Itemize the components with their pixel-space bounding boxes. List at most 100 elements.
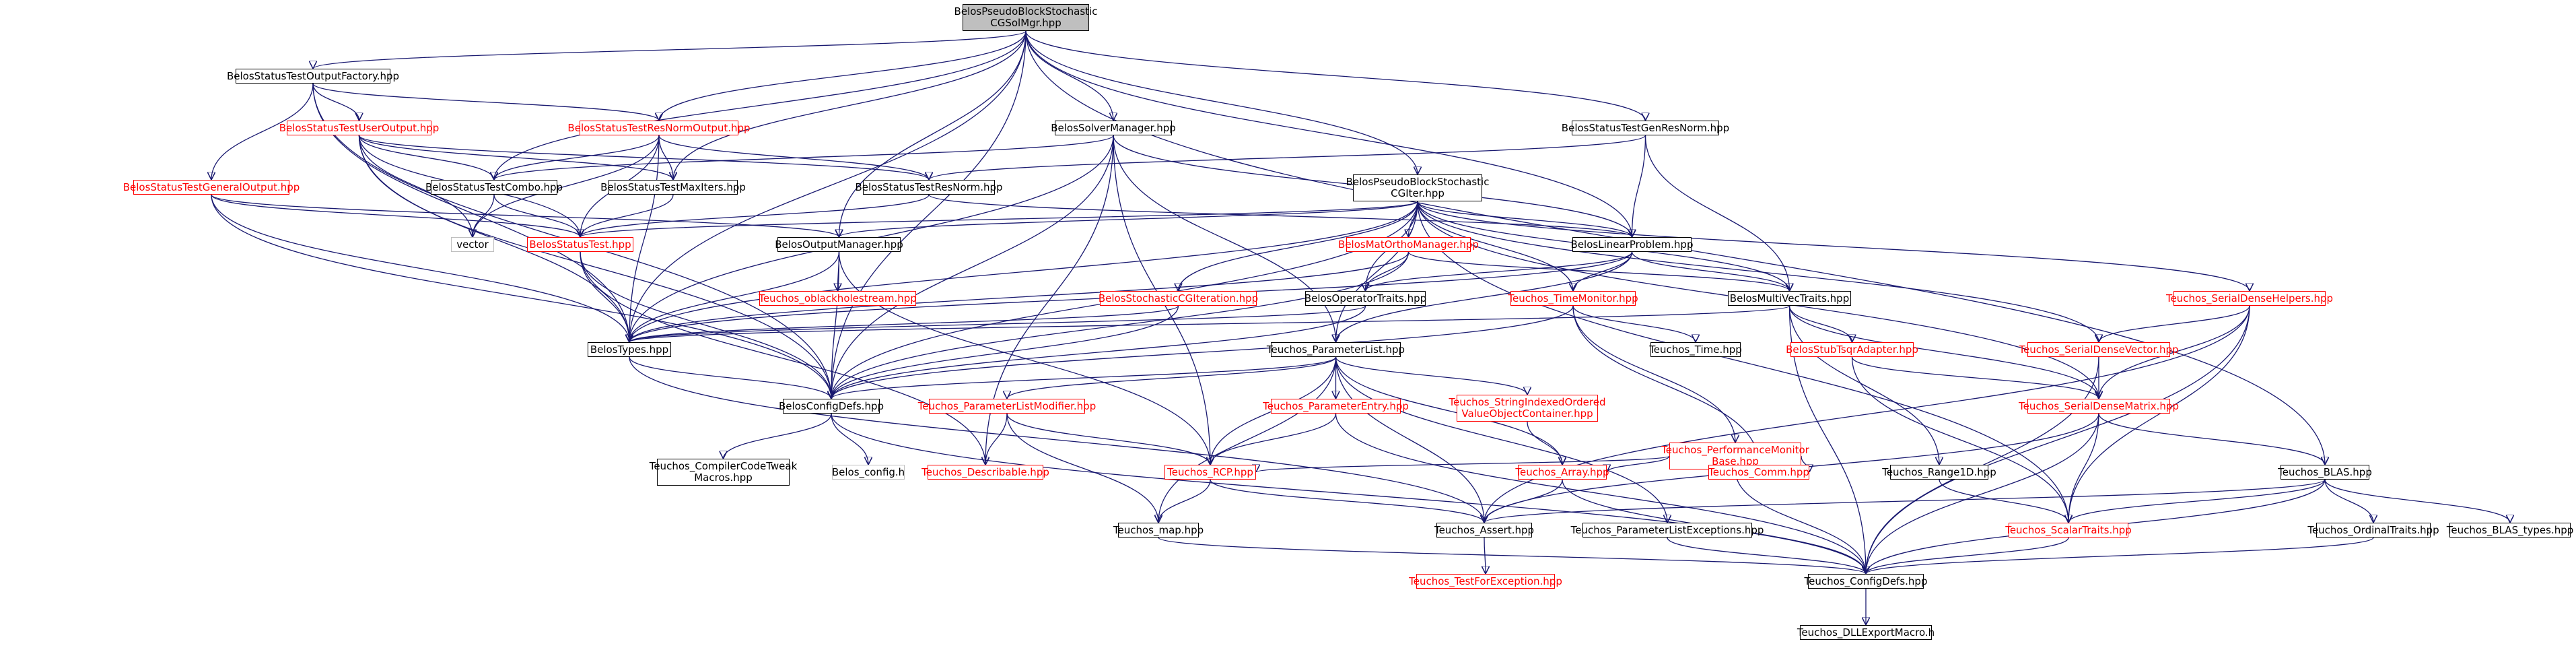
edge-root-to-config-defs	[831, 30, 1026, 399]
edge-ordinal-traits-to-teuchos-config-defs	[1866, 537, 2374, 575]
node-serial-dense-helpers[interactable]: Teuchos_SerialDenseHelpers.hpp	[2166, 291, 2333, 306]
node-solver-manager[interactable]: BelosSolverManager.hpp	[1051, 121, 1176, 135]
edge-blas-to-blas-types	[2324, 479, 2510, 523]
edge-status-test-output-factory-to-status-test-resnorm-output	[312, 83, 659, 121]
edge-stochastic-cg-iteration-to-config-defs	[831, 305, 1179, 399]
edge-status-test-user-output-to-status-test-combo	[358, 135, 495, 181]
edge-parameter-list-modifier-to-map	[1006, 413, 1158, 523]
edge-status-test-to-types	[580, 251, 629, 342]
node-status-test-general-output[interactable]: BelosStatusTestGeneralOutput.hpp	[123, 180, 300, 195]
edge-multi-vec-traits-to-stub-tsqr-adapter	[1788, 305, 1852, 343]
node-time[interactable]: Teuchos_Time.hpp	[1649, 342, 1742, 357]
edge-status-test-general-output-to-status-test	[211, 194, 580, 238]
edge-root-to-status-test-genresnorm	[1025, 30, 1646, 121]
edge-performance-monitor-base-to-teuchos-config-defs	[1735, 469, 1866, 574]
node-time-monitor[interactable]: Teuchos_TimeMonitor.hpp	[1508, 291, 1638, 306]
node-types[interactable]: BelosTypes.hpp	[588, 342, 671, 357]
edge-stochastic-cg-iteration-to-types	[629, 305, 1179, 343]
edge-time-monitor-to-config-defs	[831, 305, 1574, 399]
node-array[interactable]: Teuchos_Array.hpp	[1515, 465, 1609, 480]
node-output-manager[interactable]: BelosOutputManager.hpp	[775, 237, 903, 252]
edge-linear-problem-to-parameter-list	[1336, 251, 1633, 342]
edge-root-to-status-test-resnorm-output	[659, 30, 1026, 121]
node-performance-monitor-base[interactable]: Teuchos_PerformanceMonitor Base.hpp	[1661, 443, 1809, 469]
node-parameter-entry[interactable]: Teuchos_ParameterEntry.hpp	[1263, 399, 1409, 414]
edge-mat-ortho-manager-to-types	[629, 251, 1409, 342]
node-teuchos-config-defs[interactable]: Teuchos_ConfigDefs.hpp	[1805, 574, 1927, 589]
node-blas-types[interactable]: Teuchos_BLAS_types.hpp	[2447, 523, 2573, 538]
edge-blas-to-ordinal-traits	[2324, 479, 2373, 523]
node-status-test-combo[interactable]: BelosStatusTestCombo.hpp	[425, 180, 563, 195]
edge-status-test-general-output-to-config-defs	[211, 194, 831, 399]
node-compiler-code-tweak[interactable]: Teuchos_CompilerCodeTweak Macros.hpp	[650, 459, 797, 486]
node-operator-traits[interactable]: BelosOperatorTraits.hpp	[1304, 291, 1426, 306]
edge-solver-manager-to-status-test-combo	[494, 135, 1114, 181]
edge-parameter-entry-to-rcp	[1210, 413, 1337, 465]
node-parameter-list-exceptions[interactable]: Teuchos_ParameterListExceptions.hpp	[1571, 523, 1764, 538]
edge-output-manager-to-types	[629, 251, 840, 342]
node-serial-dense-matrix[interactable]: Teuchos_SerialDenseMatrix.hpp	[2019, 399, 2179, 414]
edge-performance-monitor-base-to-array	[1607, 455, 1670, 473]
node-status-test[interactable]: BelosStatusTest.hpp	[527, 237, 633, 252]
edge-multi-vec-traits-to-range1d	[1788, 305, 1940, 465]
edge-serial-dense-helpers-to-serial-dense-vector	[2099, 305, 2250, 343]
node-assert[interactable]: Teuchos_Assert.hpp	[1434, 523, 1534, 538]
edge-status-test-resnorm-output-to-vector	[473, 135, 660, 237]
node-linear-problem[interactable]: BelosLinearProblem.hpp	[1571, 237, 1693, 252]
edge-status-test-general-output-to-output-manager	[211, 194, 839, 238]
node-multi-vec-traits[interactable]: BelosMultiVecTraits.hpp	[1728, 291, 1851, 306]
node-rcp[interactable]: Teuchos_RCP.hpp	[1164, 465, 1256, 480]
node-pseudo-block-stochastic-cgiter[interactable]: BelosPseudoBlockStochastic CGIter.hpp	[1346, 174, 1489, 201]
edge-types-to-assert	[629, 356, 1484, 523]
node-string-indexed-ordered[interactable]: Teuchos_StringIndexedOrdered ValueObject…	[1449, 395, 1606, 422]
node-mat-ortho-manager[interactable]: BelosMatOrthoManager.hpp	[1338, 237, 1479, 252]
edge-stub-tsqr-adapter-to-serial-dense-matrix	[1851, 356, 2099, 399]
edge-parameter-entry-to-teuchos-config-defs	[1335, 413, 1867, 574]
node-stub-tsqr-adapter[interactable]: BelosStubTsqrAdapter.hpp	[1786, 342, 1918, 357]
edge-status-test-resnorm-output-to-status-test-combo	[494, 135, 660, 181]
edge-pseudo-block-stochastic-cgiter-to-parameter-list	[1336, 201, 1418, 342]
node-status-test-maxiters[interactable]: BelosStatusTestMaxIters.hpp	[600, 180, 746, 195]
edge-parameter-list-modifier-to-describable	[985, 413, 1008, 465]
edge-status-test-user-output-to-config-defs	[358, 135, 832, 399]
node-range1d[interactable]: Teuchos_Range1D.hpp	[1882, 465, 1996, 480]
edge-root-to-status-test-maxiters	[673, 30, 1026, 180]
edge-root-to-pseudo-block-stochastic-cgiter	[1025, 30, 1418, 174]
node-serial-dense-vector[interactable]: Teuchos_SerialDenseVector.hpp	[2019, 342, 2179, 357]
node-config-defs[interactable]: BelosConfigDefs.hpp	[779, 399, 884, 414]
edge-pseudo-block-stochastic-cgiter-to-stochastic-cg-iteration	[1179, 201, 1418, 291]
node-status-test-genresnorm[interactable]: BelosStatusTestGenResNorm.hpp	[1562, 121, 1729, 135]
node-dll-export-macro[interactable]: Teuchos_DLLExportMacro.h	[1797, 625, 1935, 640]
edge-status-test-genresnorm-to-multi-vec-traits	[1644, 135, 1790, 291]
edge-status-test-user-output-to-vector	[358, 135, 473, 237]
node-describable[interactable]: Teuchos_Describable.hpp	[921, 465, 1049, 480]
node-status-test-resnorm[interactable]: BelosStatusTestResNorm.hpp	[855, 180, 1003, 195]
node-status-test-resnorm-output[interactable]: BelosStatusTestResNormOutput.hpp	[567, 121, 751, 135]
node-vector: vector	[451, 237, 494, 252]
node-scalar-traits[interactable]: Teuchos_ScalarTraits.hpp	[2005, 523, 2132, 538]
node-test-for-exception[interactable]: Teuchos_TestForException.hpp	[1409, 574, 1562, 589]
node-oblackholestream[interactable]: Teuchos_oblackholestream.hpp	[759, 291, 917, 306]
edge-config-defs-to-teuchos-config-defs	[831, 413, 1866, 574]
edge-assert-to-test-for-exception	[1484, 537, 1486, 574]
edge-config-defs-to-belos-config	[831, 413, 868, 465]
edge-pseudo-block-stochastic-cgiter-to-serial-dense-helpers	[1417, 201, 2250, 291]
node-parameter-list-modifier[interactable]: Teuchos_ParameterListModifier.hpp	[918, 399, 1096, 414]
edge-types-to-config-defs	[629, 356, 831, 399]
edge-root-to-status-test-output-factory	[313, 30, 1026, 69]
edge-pseudo-block-stochastic-cgiter-to-scalar-traits	[1417, 201, 2068, 523]
node-comm[interactable]: Teuchos_Comm.hpp	[1708, 465, 1809, 480]
edge-output-manager-to-config-defs	[831, 251, 840, 399]
edge-status-test-output-factory-to-status-test-general-output	[211, 83, 314, 180]
node-blas[interactable]: Teuchos_BLAS.hpp	[2278, 465, 2372, 480]
node-ordinal-traits[interactable]: Teuchos_OrdinalTraits.hpp	[2307, 523, 2439, 538]
edge-solver-manager-to-config-defs	[831, 135, 1114, 399]
node-map[interactable]: Teuchos_map.hpp	[1113, 523, 1204, 538]
node-status-test-output-factory[interactable]: BelosStatusTestOutputFactory.hpp	[227, 69, 399, 84]
node-parameter-list[interactable]: Teuchos_ParameterList.hpp	[1267, 342, 1405, 357]
edge-blas-to-scalar-traits	[2068, 479, 2326, 523]
node-status-test-user-output[interactable]: BelosStatusTestUserOutput.hpp	[279, 121, 439, 135]
node-stochastic-cg-iteration[interactable]: BelosStochasticCGIteration.hpp	[1099, 291, 1258, 306]
